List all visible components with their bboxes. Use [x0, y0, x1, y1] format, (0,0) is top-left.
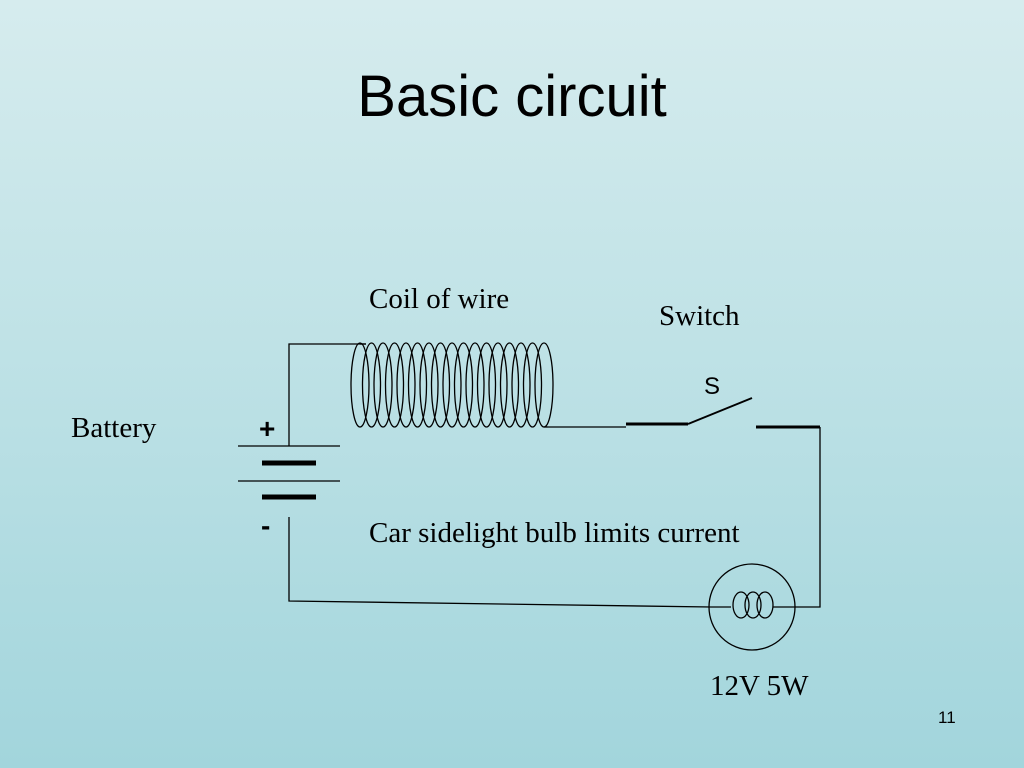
coil-loop [476, 342, 497, 428]
switch-icon [626, 397, 820, 429]
bulb-rating-label: 12V 5W [710, 670, 809, 702]
wire-switch-to-bulb [796, 427, 821, 608]
coil-loop [488, 342, 508, 428]
wire-bulb-to-battery [288, 517, 712, 608]
wire-battery-to-coil [288, 343, 366, 446]
coil-loop [534, 342, 554, 428]
coil-loop [442, 342, 462, 428]
battery-icon [238, 445, 340, 500]
coil-loop [511, 342, 531, 428]
bulb-note-label: Car sidelight bulb limits current [369, 517, 740, 549]
coil-loop [453, 342, 474, 428]
battery-label: Battery [71, 412, 157, 444]
coil-loop [396, 342, 416, 428]
coil-loop [384, 342, 405, 428]
coil-loop [373, 342, 393, 428]
coil-loop [522, 342, 543, 428]
coil-loop [350, 342, 370, 428]
coil-loop [419, 342, 439, 428]
coil-loop [499, 342, 520, 428]
bulb-icon [708, 563, 796, 651]
coil-loop [465, 342, 485, 428]
switch-label: Switch [659, 300, 740, 332]
page-number: 11 [938, 708, 956, 727]
coil-icon [350, 342, 554, 428]
slide-title: Basic circuit [357, 64, 667, 129]
battery-plus-label: + [259, 413, 276, 444]
battery-minus-label: - [261, 510, 271, 541]
switch-symbol-label: S [704, 373, 721, 400]
coil-loop [407, 342, 428, 428]
coil-loop [361, 342, 382, 428]
coil-loop [430, 342, 451, 428]
coil-label: Coil of wire [369, 283, 510, 315]
